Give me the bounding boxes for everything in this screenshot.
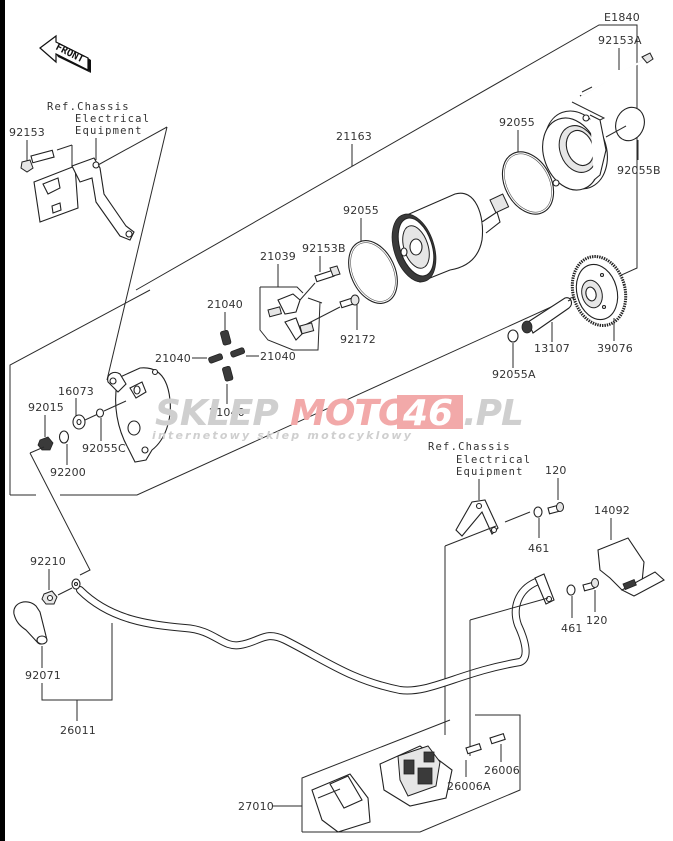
- part-label-14092: 14092: [594, 504, 630, 517]
- part-label-92015: 92015: [28, 401, 64, 414]
- part-label-92055A: 92055A: [492, 368, 536, 381]
- bracket-lower: [455, 499, 499, 537]
- spring-21040-c: [230, 347, 246, 358]
- part-label-461-a: 461: [528, 542, 550, 555]
- svg-text:Electrical: Electrical: [75, 113, 150, 125]
- part-label-26011: 26011: [60, 724, 96, 737]
- nut-92015: [37, 436, 54, 451]
- o-ring-92055A: [507, 329, 519, 343]
- ref-note-chassis-top: Ref.Chassis Electrical Equipment: [47, 101, 150, 137]
- part-label-21040-d: 21040: [209, 406, 245, 419]
- spring-21040-a: [220, 329, 232, 346]
- starter-yoke: [391, 192, 510, 283]
- bolt-120-b: [582, 578, 599, 592]
- diagram-code: E1840: [604, 11, 640, 24]
- ref-note-chassis-lower: Ref.Chassis Electrical Equipment: [428, 441, 531, 478]
- part-label-39076: 39076: [597, 342, 633, 355]
- part-label-26006: 26006: [484, 764, 520, 777]
- brush-holder-21039: [267, 293, 315, 341]
- svg-text:Electrical: Electrical: [456, 454, 531, 466]
- bolt-92153A: [579, 52, 654, 97]
- part-label-21039: 21039: [260, 250, 296, 263]
- o-ring-92055-top: [501, 151, 555, 215]
- part-label-461-b: 461: [561, 622, 583, 635]
- bolt-92153: [20, 149, 55, 173]
- svg-text:SKLEP: SKLEP: [155, 393, 278, 434]
- part-label-92055-mid: 92055: [343, 204, 379, 217]
- o-ring-92055-mid: [348, 240, 398, 304]
- screw-92172: [339, 294, 360, 309]
- part-label-120-a: 120: [545, 464, 567, 477]
- part-label-21163: 21163: [336, 130, 372, 143]
- terminal-cap-92071: [13, 601, 48, 645]
- part-label-92172: 92172: [340, 333, 376, 346]
- part-label-26006A: 26006A: [447, 780, 491, 793]
- part-label-92153A: 92153A: [598, 34, 642, 47]
- washer-92200: [58, 430, 70, 444]
- o-ring-92055C: [95, 408, 105, 418]
- svg-text:Equipment: Equipment: [75, 125, 143, 137]
- part-label-92055-top: 92055: [499, 116, 535, 129]
- battery-cable-26011: [71, 573, 555, 695]
- part-label-92210: 92210: [30, 555, 66, 568]
- bolt-120-a: [547, 502, 564, 515]
- front-cover: [542, 110, 608, 191]
- starter-relay: [379, 745, 453, 807]
- part-label-13107: 13107: [534, 342, 570, 355]
- part-label-92200: 92200: [50, 466, 86, 479]
- front-arrow-icon: FRONT: [39, 34, 91, 73]
- fuse-26006A: [465, 742, 482, 755]
- svg-text:MOTO: MOTO: [290, 393, 408, 434]
- bolt-92153B: [314, 265, 341, 283]
- part-label-21040-b: 21040: [155, 352, 191, 365]
- terminal-cover-14092: [597, 537, 665, 597]
- shaft-13107: [521, 297, 573, 334]
- washer-461-a: [533, 506, 543, 518]
- washer-461-b: [566, 584, 576, 596]
- watermark-logo: SKLEP MOTO 46 .PL internetowy sklep moto…: [152, 393, 524, 442]
- svg-text:.PL: .PL: [463, 393, 523, 434]
- o-ring-92055B: [615, 106, 645, 142]
- fuse-26006: [489, 732, 506, 745]
- svg-text:Ref.Chassis: Ref.Chassis: [428, 441, 511, 453]
- left-edge-strip: [0, 0, 5, 841]
- rear-cover: [107, 367, 171, 463]
- part-label-21040-c: 21040: [260, 350, 296, 363]
- part-label-21040-a: 21040: [207, 298, 243, 311]
- part-label-92055B: 92055B: [617, 164, 661, 177]
- part-label-92071: 92071: [25, 669, 61, 682]
- svg-text:Ref.Chassis: Ref.Chassis: [47, 101, 130, 113]
- svg-text:46: 46: [402, 393, 453, 434]
- part-label-92055C: 92055C: [82, 442, 126, 455]
- relay-cover: [311, 773, 371, 833]
- part-label-92153: 92153: [9, 126, 45, 139]
- part-label-92153B: 92153B: [302, 242, 346, 255]
- part-label-27010: 27010: [238, 800, 274, 813]
- svg-text:internetowy sklep motocyklowy: internetowy sklep motocyklowy: [152, 429, 413, 442]
- spring-21040-b: [208, 353, 224, 364]
- part-label-120-b: 120: [586, 614, 608, 627]
- gear-39076: [570, 255, 628, 327]
- svg-text:Equipment: Equipment: [456, 466, 524, 478]
- bracket-chassis: [33, 157, 135, 241]
- part-label-16073: 16073: [58, 385, 94, 398]
- spring-21040-d: [222, 365, 234, 382]
